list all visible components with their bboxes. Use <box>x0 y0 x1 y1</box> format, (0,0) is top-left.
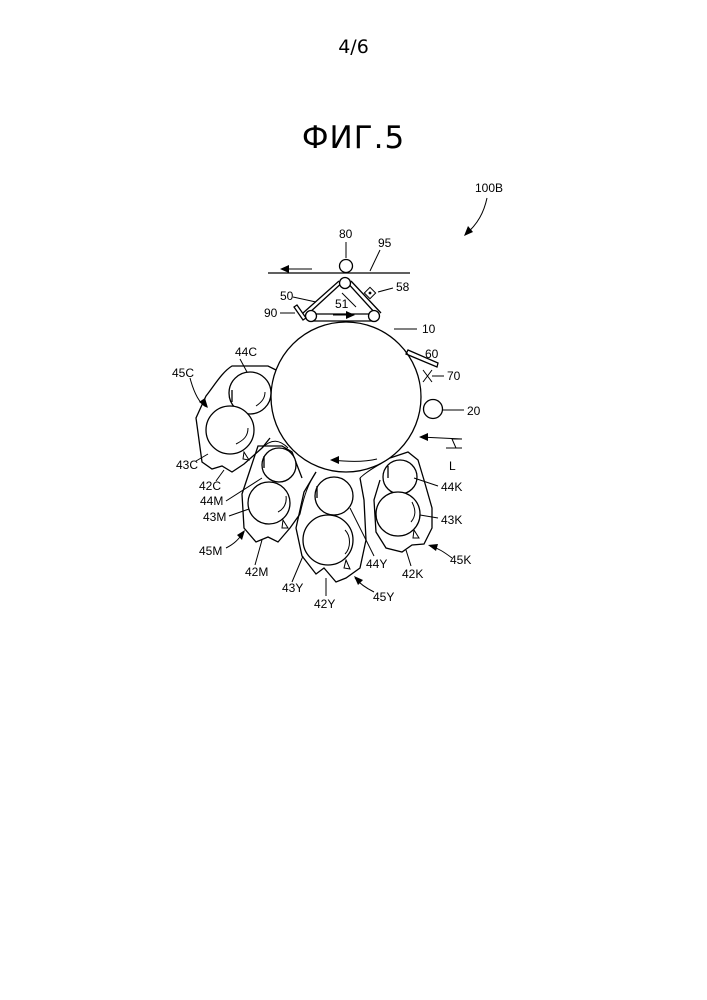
label-95: 95 <box>378 236 392 250</box>
belt-roller-left <box>306 311 317 322</box>
transfer-roller-20 <box>424 400 443 419</box>
label-45m: 45M <box>199 544 222 558</box>
label-51: 51 <box>335 297 349 311</box>
apparatus-reference: 100B <box>464 181 503 236</box>
label-10: 10 <box>422 322 436 336</box>
photoconductor-drum: 10 60 70 20 L <box>271 322 481 473</box>
leader-43k <box>420 515 438 518</box>
charger-70 <box>423 370 432 382</box>
label-80: 80 <box>339 227 353 241</box>
agitator-m <box>282 520 288 528</box>
leader-42m <box>255 540 262 565</box>
belt-roller-top <box>340 278 351 289</box>
developer-unit-magenta: 44M 43M 45M 42M <box>199 446 302 579</box>
leader-42k <box>406 550 411 566</box>
supply-roller-43y <box>303 515 353 565</box>
label-44c: 44C <box>235 345 257 359</box>
leader-43m <box>229 509 249 516</box>
label-45y: 45Y <box>373 590 394 604</box>
label-43y: 43Y <box>282 581 303 595</box>
label-44k: 44K <box>441 480 462 494</box>
agitator-c <box>243 452 249 460</box>
drum-10 <box>271 322 421 472</box>
developing-roller-44y <box>315 477 353 515</box>
label-42c: 42C <box>199 479 221 493</box>
label-43k: 43K <box>441 513 462 527</box>
leader-95 <box>370 250 380 271</box>
developing-roller-44m <box>262 448 296 482</box>
label-42m: 42M <box>245 565 268 579</box>
agitator-y <box>344 560 350 569</box>
label-90: 90 <box>264 306 278 320</box>
developer-unit-yellow: 43Y 42Y 45Y 44Y <box>282 472 394 611</box>
label-60: 60 <box>425 347 439 361</box>
leader-43y <box>292 556 303 582</box>
supply-roller-43k <box>376 492 420 536</box>
label-42k: 42K <box>402 567 423 581</box>
leader-50 <box>293 297 316 302</box>
transfer-belt-unit: 50 51 90 58 <box>264 278 410 322</box>
label-44y: 44Y <box>366 557 387 571</box>
developer-unit-black: 44K 43K 42K 45K <box>374 452 471 581</box>
belt-roller-right <box>369 311 380 322</box>
developer-unit-cyan: 44C 45C 43C 42C <box>172 345 276 493</box>
label-20: 20 <box>467 404 481 418</box>
agitator-k <box>413 530 419 538</box>
supply-roller-43m <box>248 482 290 524</box>
label-42y: 42Y <box>314 597 335 611</box>
label-43m: 43M <box>203 510 226 524</box>
paper-path: 80 95 <box>268 227 410 273</box>
leader-58 <box>378 288 393 292</box>
label-43c: 43C <box>176 458 198 472</box>
roller-80 <box>340 260 353 273</box>
label-58: 58 <box>396 280 410 294</box>
label-L: L <box>449 459 456 473</box>
supply-roller-43c <box>206 406 254 454</box>
label-100b: 100B <box>475 181 503 195</box>
divider-my <box>300 472 316 514</box>
leader-44y <box>350 508 374 556</box>
label-70: 70 <box>447 369 461 383</box>
label-50: 50 <box>280 289 294 303</box>
label-45k: 45K <box>450 553 471 567</box>
label-44m: 44M <box>200 494 223 508</box>
label-45c: 45C <box>172 366 194 380</box>
